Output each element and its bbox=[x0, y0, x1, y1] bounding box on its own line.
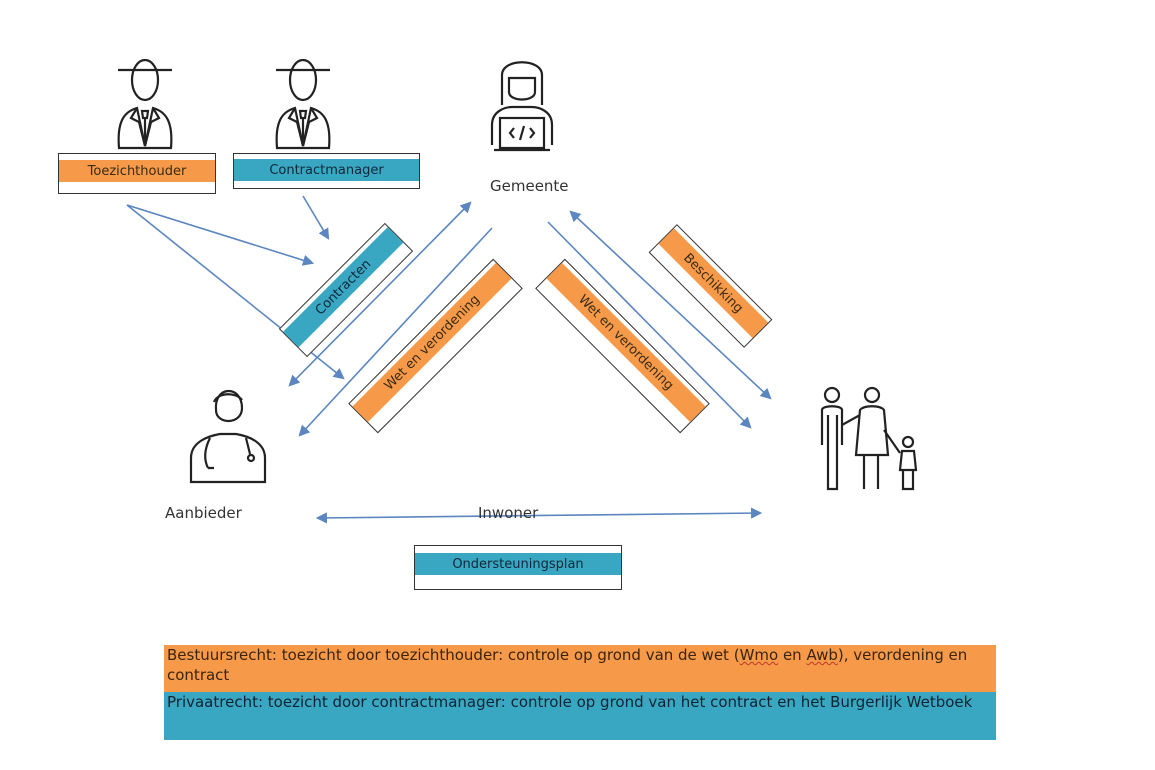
spellcheck-wmo: Wmo bbox=[739, 646, 779, 664]
arrow-gemeente-aanbieder-bidir bbox=[288, 201, 472, 387]
arrow-aanbieder-inwoner bbox=[315, 507, 763, 524]
arrow-gemeente-inwoner-bidir bbox=[569, 210, 772, 400]
family-icon bbox=[820, 386, 918, 491]
doctor-icon bbox=[189, 390, 267, 484]
ondersteuningsplan-box: Ondersteuningsplan bbox=[414, 545, 622, 590]
arrow-contractmanager-contracten bbox=[302, 195, 330, 240]
ondersteuningsplan-label: Ondersteuningsplan bbox=[415, 553, 621, 575]
developer-woman-icon bbox=[490, 61, 554, 152]
detective-icon bbox=[117, 58, 173, 150]
arrows bbox=[126, 195, 772, 524]
arrow-toezicht-contracten bbox=[126, 204, 315, 266]
arrow-gemeente-aanbieder bbox=[298, 227, 493, 437]
toezichthouder-box: Toezichthouder bbox=[58, 153, 216, 194]
legend-bestuursrecht: Bestuursrecht: toezicht door toezichthou… bbox=[164, 645, 996, 692]
inwoner-label: Inwoner bbox=[478, 504, 539, 522]
contractmanager-box: Contractmanager bbox=[233, 153, 420, 189]
spellcheck-awb: Awb bbox=[806, 646, 838, 664]
legend-privaatrecht: Privaatrecht: toezicht door contractmana… bbox=[164, 692, 996, 740]
contractmanager-label: Contractmanager bbox=[234, 159, 419, 181]
aanbieder-label: Aanbieder bbox=[165, 504, 242, 522]
toezichthouder-label: Toezichthouder bbox=[59, 160, 215, 182]
arrow-gemeente-inwoner bbox=[547, 221, 752, 429]
gemeente-label: Gemeente bbox=[490, 177, 569, 195]
detective-icon bbox=[275, 58, 331, 150]
